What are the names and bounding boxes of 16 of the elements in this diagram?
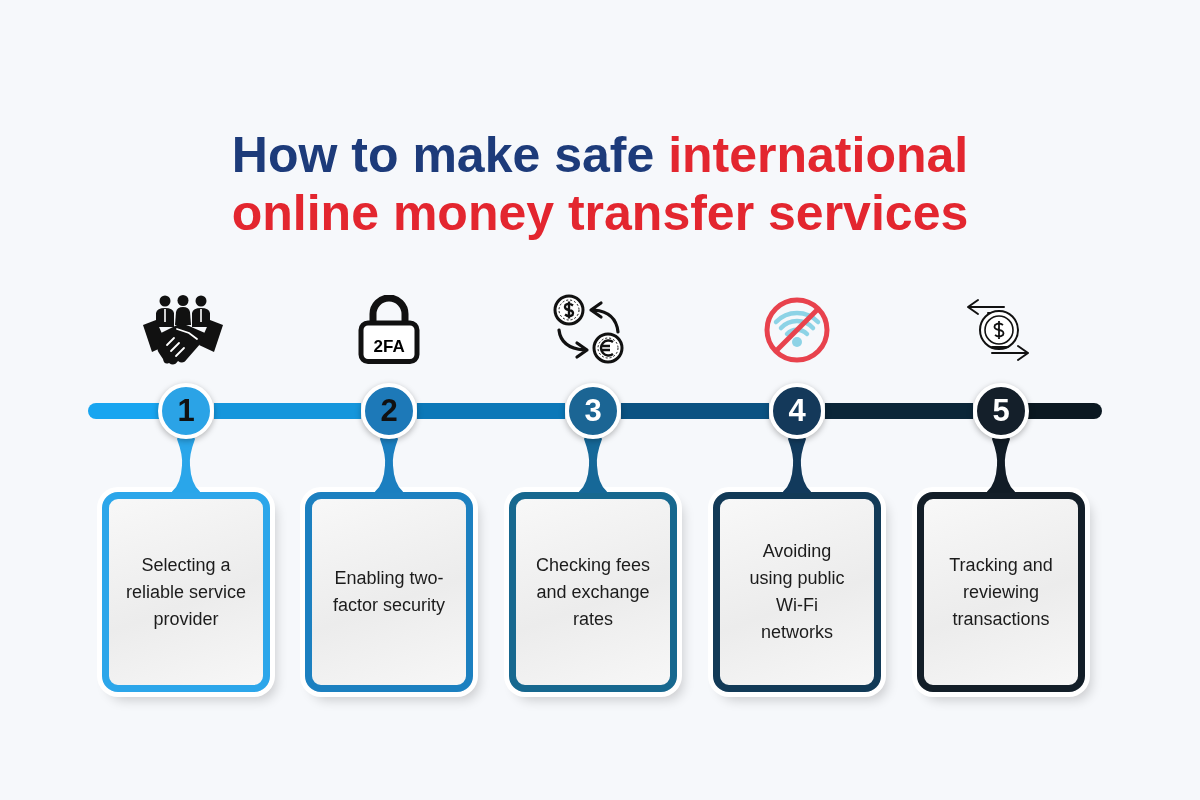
step-number-circle: 3: [565, 383, 621, 439]
step-number-circle: 4: [769, 383, 825, 439]
timeline-bar: [417, 403, 565, 419]
title: How to make safe international online money transfer services: [230, 126, 970, 242]
connector-stem: [579, 438, 607, 493]
timeline-bar: [825, 403, 973, 419]
connector-stem: [783, 438, 811, 493]
step-number-circle: 2: [361, 383, 417, 439]
timeline-bar: [621, 403, 769, 419]
padlock-label: 2FA: [373, 337, 405, 355]
connector-stem: [172, 438, 200, 493]
connector-stem: [987, 438, 1015, 493]
step-number-circle: 5: [973, 383, 1029, 439]
connector-stem: [375, 438, 403, 493]
step-number-circle: 1: [158, 383, 214, 439]
timeline-bar: [214, 403, 361, 419]
